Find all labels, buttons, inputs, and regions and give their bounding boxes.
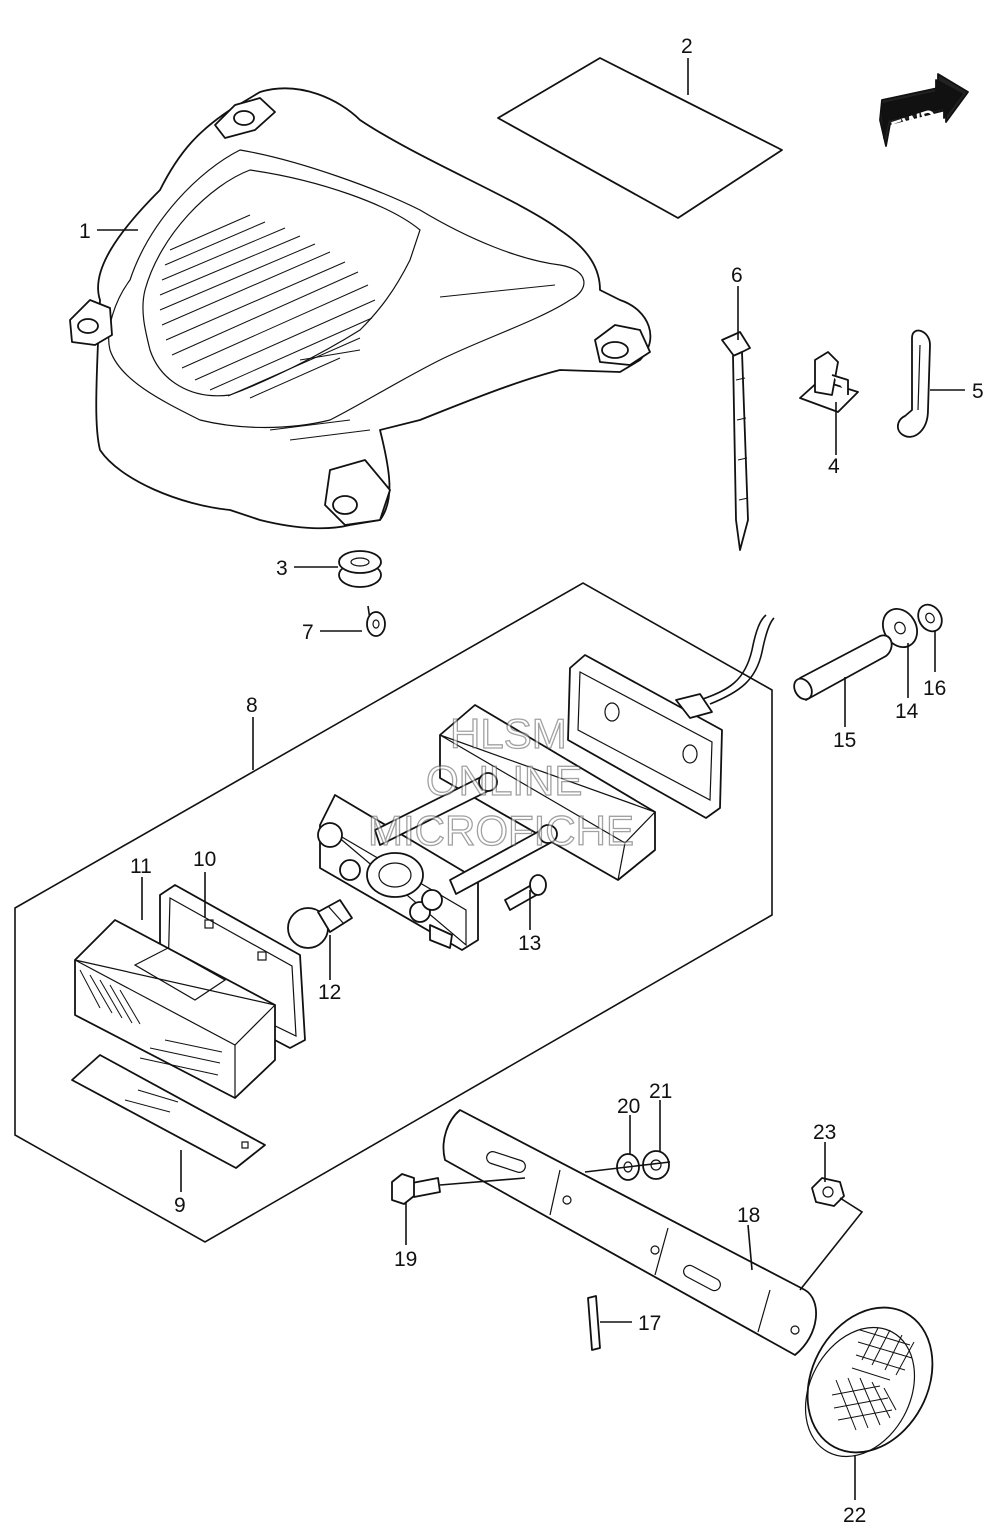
nut-23	[811, 1177, 845, 1207]
plate-9	[71, 1054, 266, 1169]
nut-16	[917, 603, 943, 633]
callout-11: 11	[130, 855, 152, 878]
clip-4	[799, 351, 859, 413]
callout-18: 18	[737, 1204, 760, 1227]
lamp-base-plate	[567, 614, 775, 819]
label-17	[587, 1295, 601, 1351]
callout-1: 1	[79, 220, 91, 243]
callout-10: 10	[193, 848, 216, 871]
leader-lines	[97, 58, 965, 1500]
callout-numbers: 1 2 3 4 5 6 7 8 9 10 11 12 13 14 15 16 1…	[79, 35, 984, 1527]
lamp-socket-block	[439, 704, 657, 881]
callout-5: 5	[972, 380, 984, 403]
callout-19: 19	[394, 1248, 417, 1271]
screw-7	[366, 605, 386, 637]
callout-3: 3	[276, 557, 288, 580]
socket-housing	[317, 794, 479, 951]
watermark-line1: HLSM	[450, 710, 567, 757]
callout-13: 13	[518, 932, 541, 955]
leader-23-reflector	[799, 1197, 864, 1291]
bracket-18	[442, 1109, 817, 1356]
callout-22: 22	[843, 1504, 866, 1527]
reflector-22	[804, 1306, 934, 1458]
callout-14: 14	[895, 700, 919, 723]
callout-6: 6	[731, 264, 743, 287]
callout-23: 23	[813, 1121, 836, 1144]
tail-lamp-housing	[69, 87, 652, 530]
callout-12: 12	[318, 981, 341, 1004]
callout-9: 9	[174, 1194, 186, 1217]
watermark-line3: MICROFICHE	[368, 807, 634, 854]
assembly-8-box	[14, 582, 773, 1243]
callout-16: 16	[923, 677, 946, 700]
clamp-5	[896, 329, 931, 438]
callout-15: 15	[833, 729, 856, 752]
collar-15	[793, 634, 893, 701]
callout-17: 17	[638, 1312, 661, 1335]
callout-8: 8	[246, 694, 258, 717]
callout-2: 2	[681, 35, 693, 58]
watermark-line2: ONLINE	[426, 757, 582, 804]
leader-20-21	[584, 1161, 671, 1173]
bolt-19	[391, 1173, 526, 1205]
callout-7: 7	[302, 621, 314, 644]
callout-4: 4	[828, 455, 840, 478]
grommet	[338, 550, 382, 588]
label-sheet	[497, 57, 783, 219]
long-screws	[374, 772, 558, 895]
cable-tie	[721, 331, 751, 551]
bulb-12	[287, 899, 353, 949]
callout-20: 20	[617, 1095, 640, 1118]
screw-13	[504, 874, 547, 911]
fwd-arrow-icon: FWD	[879, 73, 969, 147]
watermark: HLSM ONLINE MICROFICHE	[367, 709, 634, 854]
lens-11	[74, 919, 277, 1099]
callout-21: 21	[649, 1080, 672, 1103]
